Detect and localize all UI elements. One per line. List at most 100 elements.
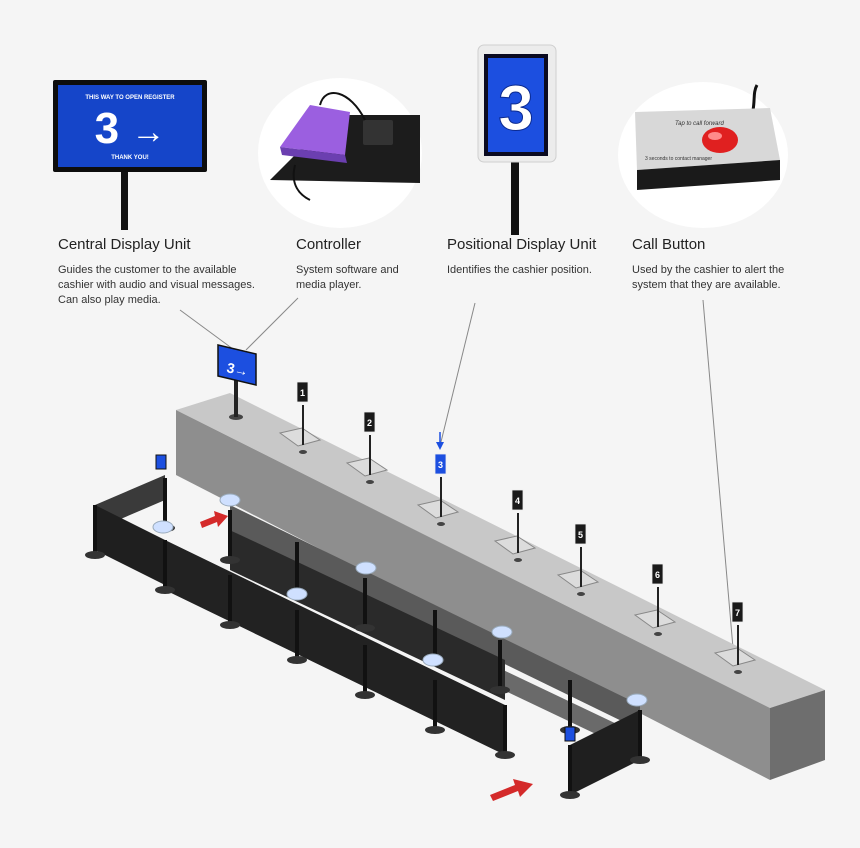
queue-lamp <box>286 587 308 601</box>
leader-line-controller <box>245 297 299 351</box>
queue-sign-entry <box>155 454 167 470</box>
barrier-post-base <box>220 621 240 629</box>
position-pole <box>580 547 582 587</box>
call-button-device <box>416 499 460 519</box>
barrier-post <box>228 575 232 625</box>
call-button-device <box>345 457 389 477</box>
call-button-front <box>637 160 780 190</box>
call-button-device <box>278 427 322 447</box>
positional-display-description: Identifies the cashier position. <box>447 264 592 276</box>
barrier-post <box>228 510 232 560</box>
barrier-post <box>163 478 167 528</box>
display-screen <box>58 85 202 167</box>
call-button-description: Used by the cashier to alert the system … <box>632 264 785 291</box>
active-position-pointer-icon <box>436 442 444 450</box>
queue-lamp <box>219 493 241 507</box>
barrier-post-base <box>355 624 375 632</box>
positional-display-unit-image: 3 <box>477 44 557 235</box>
display-footer-text: THANK YOU! <box>111 155 149 161</box>
call-button-device <box>633 609 677 629</box>
central-display-description: Guides the customer to the available cas… <box>58 264 255 306</box>
barrier-post-base <box>287 656 307 664</box>
display-pole <box>121 165 128 230</box>
barrier-post <box>363 578 367 628</box>
controller-box-side <box>280 147 347 163</box>
position-number: 2 <box>367 418 372 428</box>
barrier-left-side <box>95 505 165 585</box>
position-pole <box>657 587 659 627</box>
barrier-post <box>93 505 97 555</box>
cashier-station: 2 <box>345 411 389 484</box>
position-number: 7 <box>735 608 740 618</box>
queue-barriers <box>85 454 650 799</box>
call-button-cable <box>751 84 759 111</box>
flow-arrow-entry-icon <box>200 511 228 528</box>
queue-lamp <box>626 693 648 707</box>
barrier-post <box>295 610 299 660</box>
queue-lamp <box>355 561 377 575</box>
cashier-station: 4 <box>493 489 537 562</box>
barrier-post-base <box>630 756 650 764</box>
position-sign <box>434 453 447 475</box>
mini-central-display <box>217 344 257 386</box>
controller-image <box>258 78 422 228</box>
position-number: 5 <box>578 530 583 540</box>
mini-display-pole <box>234 373 238 417</box>
positional-pole <box>511 158 519 235</box>
mini-display-arrow-icon: → <box>233 361 250 380</box>
barrier-post-base <box>490 686 510 694</box>
position-base <box>654 632 662 636</box>
position-sign <box>296 381 309 403</box>
queue-lamps <box>152 493 648 707</box>
position-number: 6 <box>655 570 660 580</box>
barrier-post <box>295 542 299 592</box>
barrier-post-base <box>425 726 445 734</box>
position-pole <box>302 405 304 445</box>
counter-end <box>770 690 825 780</box>
positional-number: 3 <box>498 72 534 144</box>
barrier-post <box>503 705 507 755</box>
central-display-label: Central Display Unit Guides the customer… <box>58 236 273 308</box>
position-base <box>366 480 374 484</box>
barrier-post <box>163 540 167 590</box>
positional-screen <box>488 58 544 152</box>
leader-line-call-button <box>702 299 734 649</box>
position-base <box>577 592 585 596</box>
controller-box <box>280 105 350 155</box>
barrier-post-base <box>355 691 375 699</box>
call-button-line2: 3 seconds to contact manager <box>645 156 712 162</box>
queue-lamp <box>422 653 444 667</box>
barrier-post-base <box>155 586 175 594</box>
barrier-post <box>568 745 572 795</box>
position-number: 3 <box>438 460 443 470</box>
positional-display-label: Positional Display Unit Identifies the c… <box>447 236 612 278</box>
call-button-image: Tap to call forward 3 seconds to contact… <box>618 82 788 228</box>
call-button-line1: Tap to call forward <box>675 121 724 127</box>
position-sign <box>651 563 664 585</box>
queue-lamp <box>152 520 174 534</box>
position-base <box>299 450 307 454</box>
position-sign <box>363 411 376 433</box>
controller-title: Controller <box>296 236 362 253</box>
position-sign <box>574 523 587 545</box>
display-arrow-icon: → <box>131 113 165 151</box>
position-base <box>734 670 742 674</box>
position-number: 4 <box>515 496 520 506</box>
queue-sign-exit <box>564 726 576 742</box>
call-button-device <box>493 535 537 555</box>
central-display-title: Central Display Unit <box>58 236 191 253</box>
queue-lamp <box>491 625 513 639</box>
display-number: 3 <box>95 104 119 153</box>
barrier-posts <box>85 478 650 799</box>
display-header-text: THIS WAY TO OPEN REGISTER <box>85 95 175 101</box>
barrier-post <box>433 610 437 660</box>
positional-display-title: Positional Display Unit <box>447 236 597 253</box>
barrier-post <box>568 680 572 730</box>
barrier-post <box>363 645 367 695</box>
call-button-device <box>713 647 757 667</box>
leader-line-positional <box>439 302 476 447</box>
controller-description: System software and media player. <box>296 264 399 291</box>
barrier-post-base <box>220 556 240 564</box>
